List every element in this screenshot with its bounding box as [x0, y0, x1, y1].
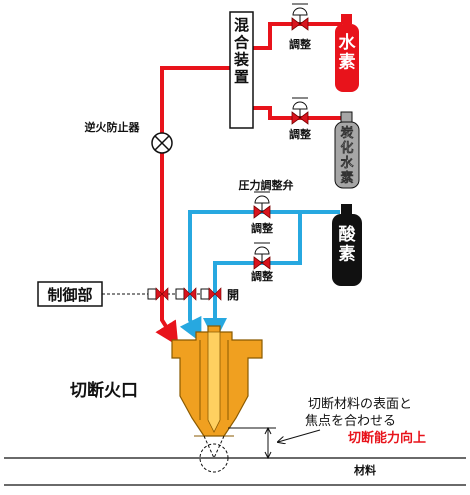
- focus-dimension: [228, 426, 276, 460]
- adjust-label-hydrocarbon: 調整: [289, 127, 311, 141]
- valve-oxygen-lower: [253, 242, 271, 270]
- valve-oxygen-upper: [253, 191, 271, 219]
- mixer-box: 混合装置: [229, 11, 254, 129]
- hydrogen-cylinder: 水素: [335, 14, 359, 92]
- hydrocarbon-label: 炭化水素: [340, 125, 354, 186]
- oxygen-label: 酸素: [339, 224, 357, 265]
- oxygen-main-line: [188, 210, 340, 297]
- solenoid-valve-fuel: [147, 287, 169, 301]
- torch-inner-tip: [207, 331, 221, 433]
- open-label: 開: [227, 288, 239, 302]
- material-label: 材料: [354, 463, 376, 477]
- flame-focus: [199, 435, 229, 473]
- note-pointer: [278, 429, 321, 442]
- solenoid-valve-oxygen-2: [200, 287, 222, 301]
- torch-label: 切断火口: [70, 380, 138, 401]
- adjust-label-oxygen-lower: 調整: [251, 269, 273, 283]
- hydrocarbon-cylinder: 炭化水素: [334, 111, 360, 189]
- solenoid-valve-oxygen-1: [175, 287, 197, 301]
- valve-hydrogen: [291, 3, 309, 31]
- oxygen-arrow-left: [179, 297, 202, 343]
- adjust-label-hydrogen: 調整: [289, 37, 311, 51]
- flashback-arrestor-label: 逆火防止器: [85, 120, 141, 134]
- note-line-2: 焦点を合わせる: [305, 414, 396, 429]
- controller-box: 制御部: [37, 281, 103, 307]
- flashback-arrestor: [151, 132, 173, 154]
- adjust-label-oxygen-upper: 調整: [251, 221, 273, 235]
- cutting-torch: [171, 325, 263, 437]
- mixer-to-torch-line: [160, 66, 230, 297]
- note-result: 切断能力向上: [348, 430, 426, 446]
- pressure-valve-label: 圧力調整弁: [239, 178, 294, 192]
- oxygen-cylinder: 酸素: [332, 204, 362, 286]
- note-line-1: 切断材料の表面と: [308, 397, 412, 412]
- torch-red-arrow: [155, 297, 179, 347]
- mixer-label: 混合装置: [233, 16, 250, 86]
- controller-label: 制御部: [47, 286, 92, 304]
- hydrogen-label: 水素: [339, 32, 357, 73]
- valve-hydrocarbon: [291, 97, 309, 125]
- material-plate: [4, 457, 466, 486]
